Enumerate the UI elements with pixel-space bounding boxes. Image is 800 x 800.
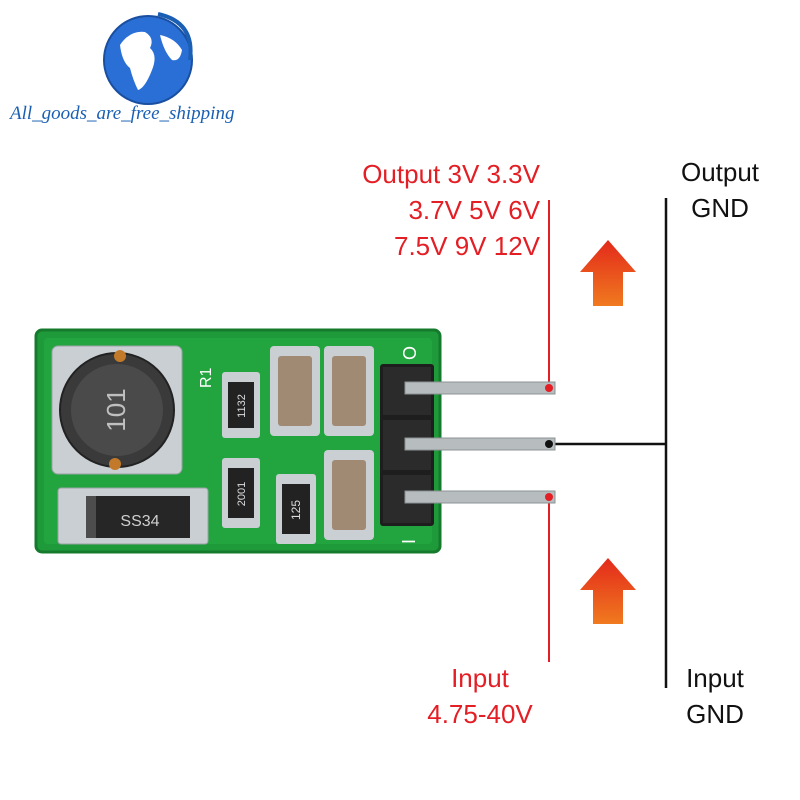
resistor-1-body: [228, 382, 254, 428]
inductor-coil: [71, 364, 163, 456]
output-pin-silk: O: [400, 346, 420, 360]
r1-label: R1: [198, 367, 215, 388]
globe-swoosh: [157, 12, 193, 61]
capacitor-1-body: [278, 356, 312, 426]
inductor-marking: 101: [101, 388, 131, 431]
resistor-3-marking: 125: [289, 500, 303, 520]
input-pin: [404, 490, 556, 504]
input-up-arrow-icon: [580, 558, 636, 624]
input-voltage-line-2: 4.75-40V: [427, 699, 533, 729]
diode-marking: SS34: [120, 513, 159, 530]
globe-continents: [120, 31, 182, 90]
inductor-lead-top: [114, 350, 126, 362]
input-voltage-line-1: Input: [451, 663, 509, 693]
input-pin-dot: [545, 493, 553, 501]
output-voltage-line-1: Output 3V 3.3V: [362, 159, 540, 189]
output-voltage-label: Output 3V 3.3V 3.7V 5V 6V 7.5V 9V 12V: [320, 156, 540, 264]
gnd-pin: [404, 437, 556, 451]
input-pin-silk: I: [399, 539, 419, 544]
output-up-arrow-icon: [580, 240, 636, 306]
brand-logo: [103, 12, 193, 105]
resistor-1-marking: 1132: [236, 394, 248, 418]
input-voltage-label: Input 4.75-40V: [400, 660, 560, 732]
input-gnd-label: Input GND: [660, 660, 770, 732]
resistor-2-body: [228, 468, 254, 518]
capacitor-3-body: [332, 460, 366, 530]
output-voltage-line-2: 3.7V 5V 6V: [408, 195, 540, 225]
capacitor-2-body: [332, 356, 366, 426]
brand-tagline: All_goods_are_free_shipping: [10, 103, 235, 124]
input-gnd-line-2: GND: [686, 699, 744, 729]
resistor-2-marking: 2001: [236, 482, 248, 506]
output-gnd-line-2: GND: [691, 193, 749, 223]
resistor-3-body: [282, 484, 310, 534]
output-pin-dot: [545, 384, 553, 392]
output-pin: [404, 381, 556, 395]
output-voltage-line-3: 7.5V 9V 12V: [394, 231, 540, 261]
output-gnd-label: Output GND: [660, 154, 780, 226]
output-gnd-line-1: Output: [680, 157, 760, 187]
inductor-lead-bottom: [109, 458, 121, 470]
input-gnd-line-1: Input: [686, 663, 744, 693]
diode-band: [86, 496, 96, 538]
diode-body: [86, 496, 190, 538]
gnd-pin-dot: [545, 440, 553, 448]
